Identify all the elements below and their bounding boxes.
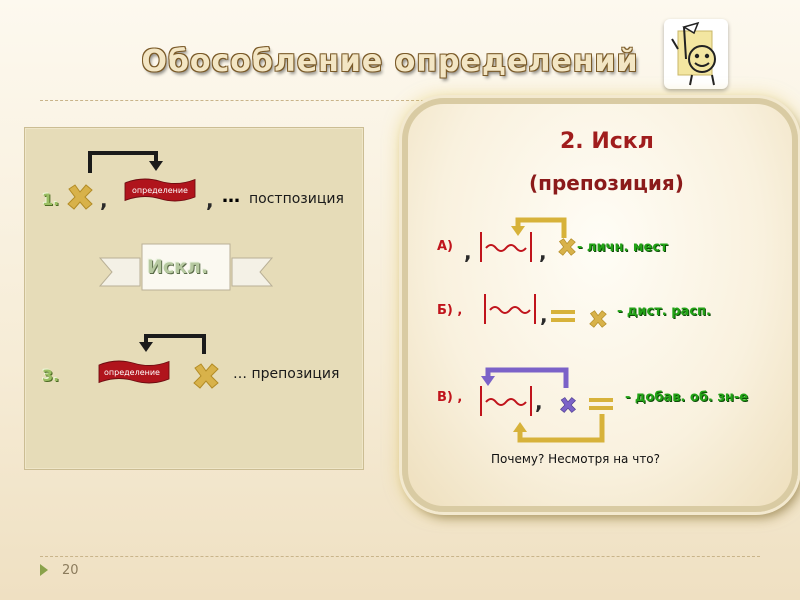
double-underline-icon xyxy=(589,398,613,410)
wavy-underline-icon xyxy=(480,232,532,262)
cross-icon xyxy=(67,184,93,210)
row-b-label: Б) , xyxy=(437,303,463,318)
definition-ribbon xyxy=(124,178,196,202)
card-subheading: (препозиция) xyxy=(529,171,684,195)
row-c-label: В) , xyxy=(437,390,463,405)
definition-ribbon xyxy=(98,360,170,384)
cross-icon xyxy=(589,310,607,328)
row-a-note: - личн. мест xyxy=(577,240,668,255)
preposition-label: … препозиция xyxy=(233,366,340,382)
bracket-arrow-icon xyxy=(511,217,567,238)
exception-card xyxy=(402,98,798,512)
ribbon-label: определение xyxy=(132,186,188,195)
item-number-3: 3. xyxy=(42,366,60,385)
page-number: 20 xyxy=(62,563,79,578)
wavy-underline-icon xyxy=(480,386,532,416)
top-divider xyxy=(40,100,760,101)
row-c-note: - добав. об. зн-е xyxy=(625,390,749,405)
bracket-arrow-icon xyxy=(88,151,163,173)
row-b-note: - дист. расп. xyxy=(617,304,711,319)
exception-label: Искл. xyxy=(147,256,209,278)
bottom-divider xyxy=(40,556,760,557)
ribbon-label: определение xyxy=(104,368,160,377)
bracket-arrow-icon xyxy=(139,334,206,354)
exception-banner xyxy=(98,243,274,291)
comma: , xyxy=(540,303,548,327)
item-number-1: 1. xyxy=(42,190,60,209)
card-heading: 2. Искл xyxy=(560,129,654,154)
comma: , xyxy=(100,188,108,212)
navigation-arrow-icon[interactable] xyxy=(38,563,50,577)
cross-icon xyxy=(193,363,219,389)
ellipsis: … xyxy=(222,186,240,207)
wavy-underline-icon xyxy=(484,294,536,324)
row-a-label: А) xyxy=(437,239,454,254)
postposition-label: постпозиция xyxy=(249,191,344,207)
comma: , xyxy=(539,240,547,264)
cross-icon xyxy=(560,397,576,413)
cartoon-character-icon xyxy=(664,19,728,89)
comma: , xyxy=(535,390,543,414)
double-underline-icon xyxy=(551,310,575,322)
question-text: Почему? Несмотря на что? xyxy=(491,452,661,466)
comma: , xyxy=(206,188,214,212)
comma: , xyxy=(464,240,472,264)
bracket-arrow-icon xyxy=(513,414,605,443)
slide-title: Обособление определений xyxy=(141,44,639,79)
cross-icon xyxy=(558,238,576,256)
bracket-arrow-icon xyxy=(481,367,569,388)
